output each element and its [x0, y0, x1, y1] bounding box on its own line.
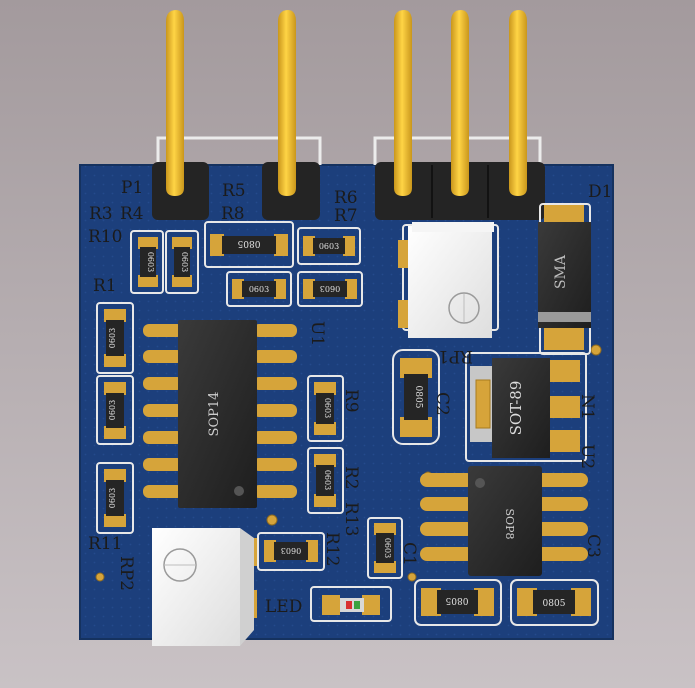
- pin-header-p1: [152, 10, 545, 220]
- label-c3: C3: [583, 534, 603, 558]
- svg-text:0603: 0603: [323, 398, 332, 418]
- resistor-r6: 0603: [303, 236, 355, 256]
- capacitor-c2: 0805: [400, 358, 432, 437]
- label-r10: R10: [88, 227, 122, 247]
- label-d1: D1: [588, 182, 612, 202]
- label-rp2: RP2: [116, 556, 136, 591]
- chip-u1-sop14: SOP14: [143, 320, 297, 508]
- label-r5: R5: [222, 181, 246, 201]
- svg-text:0603: 0603: [323, 470, 332, 490]
- resistor-r7: 0603: [303, 279, 357, 299]
- label-r3: R3: [89, 204, 113, 224]
- silkscreen-labels: P1 R3 R4 R10 R1 R5 R8 R6 R7 D1 R11 LED U…: [88, 178, 612, 617]
- capacitor-bottom-right: 0805: [517, 588, 591, 616]
- svg-text:0805: 0805: [413, 386, 423, 409]
- svg-text:0603: 0603: [281, 546, 301, 555]
- label-u2: U2: [577, 444, 597, 469]
- svg-text:0805: 0805: [445, 595, 468, 605]
- svg-text:0603: 0603: [320, 284, 340, 293]
- label-r13: R13: [341, 502, 361, 536]
- label-r2: R2: [341, 466, 361, 490]
- label-r12: R12: [322, 532, 342, 566]
- svg-text:SMA: SMA: [553, 254, 569, 289]
- label-led: LED: [265, 597, 302, 617]
- resistor-r3: 0603: [138, 237, 158, 287]
- svg-text:0805: 0805: [543, 599, 566, 609]
- potentiometer-rp2: [152, 528, 257, 646]
- label-r1: R1: [93, 276, 117, 296]
- label-c2: C2: [432, 392, 452, 416]
- diode-d1-sma: SMA: [538, 205, 591, 350]
- resistor-r8: 0603: [232, 279, 286, 299]
- silkscreen-outlines: [96, 203, 599, 626]
- potentiometer-rp1: [398, 222, 494, 338]
- svg-text:0603: 0603: [319, 242, 339, 251]
- svg-text:0805: 0805: [237, 238, 260, 248]
- resistor-r12: 0603: [264, 540, 318, 562]
- resistor-r-left-mid: 0603: [104, 382, 126, 439]
- resistor-r9: 0603: [314, 382, 336, 435]
- label-u1: U1: [307, 321, 327, 346]
- label-r7: R7: [334, 206, 358, 226]
- label-rp1: RP1: [438, 346, 473, 366]
- svg-text:0603: 0603: [383, 538, 392, 558]
- resistor-r11: 0603: [104, 469, 126, 527]
- svg-text:SOT-89: SOT-89: [507, 381, 525, 436]
- label-p1: P1: [121, 178, 143, 198]
- svg-text:0603: 0603: [108, 328, 117, 348]
- resistor-r1: 0603: [104, 309, 126, 367]
- svg-text:0603: 0603: [180, 252, 189, 272]
- label-r11: R11: [88, 534, 122, 554]
- label-r9: R9: [341, 389, 361, 413]
- resistor-r13: 0603: [374, 523, 396, 573]
- label-r4: R4: [120, 204, 144, 224]
- capacitor-bottom-left: 0805: [421, 588, 494, 616]
- svg-text:0603: 0603: [249, 285, 269, 294]
- label-c1: C1: [399, 542, 419, 566]
- svg-text:0603: 0603: [146, 252, 155, 272]
- svg-text:0603: 0603: [108, 400, 117, 420]
- led: [322, 595, 380, 615]
- svg-text:SOP14: SOP14: [207, 392, 222, 437]
- label-r8: R8: [221, 204, 245, 224]
- label-r6: R6: [334, 188, 358, 208]
- resistor-r4: 0603: [172, 237, 192, 287]
- label-n1: N1: [577, 394, 597, 420]
- resistor-r5: 0805: [210, 234, 288, 256]
- resistor-r2: 0603: [314, 454, 336, 507]
- chip-u2-sop8: SOP8: [420, 466, 588, 576]
- chip-n1-sot89: SOT-89: [470, 358, 580, 458]
- svg-text:0603: 0603: [108, 488, 117, 508]
- svg-text:SOP8: SOP8: [503, 509, 516, 540]
